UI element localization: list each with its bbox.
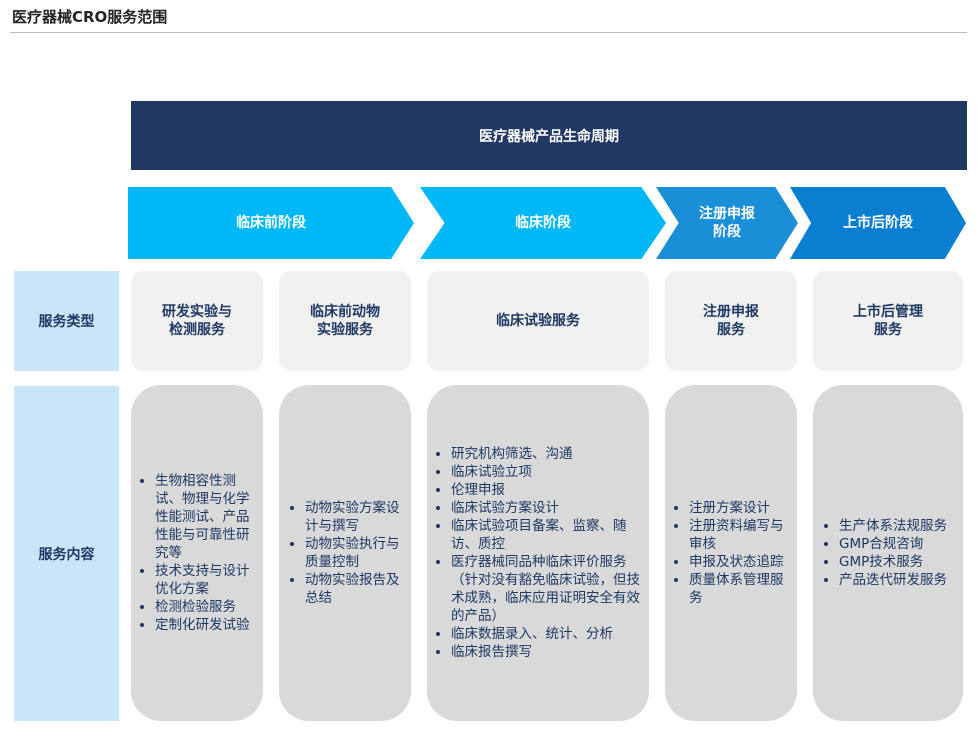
content-card: 动物实验方案设计与撰写动物实验执行与质量控制动物实验报告及总结 [279, 385, 411, 721]
service-item: 质量体系管理服务 [689, 571, 789, 607]
stage-preclinical: 临床前阶段 [128, 187, 414, 259]
service-item: GMP技术服务 [839, 553, 947, 571]
stage-label: 临床阶段 [515, 215, 571, 231]
service-item: 动物实验报告及总结 [305, 571, 403, 607]
service-item: 临床试验立项 [451, 463, 641, 481]
service-item: 技术支持与设计优化方案 [155, 562, 255, 598]
type-label: 研发实验与 检测服务 [162, 304, 232, 338]
type-card: 研发实验与 检测服务 [131, 271, 263, 371]
stage-label: 上市后阶段 [843, 215, 913, 231]
service-item: 研究机构筛选、沟通 [451, 445, 641, 463]
service-list: 研究机构筛选、沟通临床试验立项伦理申报临床试验方案设计临床试验项目备案、监察、随… [435, 445, 641, 661]
service-item: 检测检验服务 [155, 598, 255, 616]
page-title: 医疗器械CRO服务范围 [12, 8, 168, 26]
type-card: 临床前动物 实验服务 [279, 271, 411, 371]
type-card: 上市后管理 服务 [813, 271, 963, 371]
service-item: 临床数据录入、统计、分析 [451, 625, 641, 643]
service-item: 伦理申报 [451, 481, 641, 499]
type-label: 临床试验服务 [496, 313, 580, 329]
service-item: 申报及状态追踪 [689, 553, 789, 571]
stage-postmarket: 上市后阶段 [790, 187, 966, 259]
service-item: 定制化研发试验 [155, 616, 255, 634]
service-item: 生产体系法规服务 [839, 517, 947, 535]
lifecycle-banner: 医疗器械产品生命周期 [131, 101, 967, 170]
stage-registration: 注册申报 阶段 [656, 187, 798, 259]
type-card: 注册申报 服务 [665, 271, 797, 371]
service-item: 产品迭代研发服务 [839, 571, 947, 589]
type-card: 临床试验服务 [427, 271, 649, 371]
service-item: 动物实验方案设计与撰写 [305, 499, 403, 535]
stage-label: 临床前阶段 [236, 215, 306, 231]
service-list: 动物实验方案设计与撰写动物实验执行与质量控制动物实验报告及总结 [289, 499, 403, 607]
service-item: 医疗器械同品种临床评价服务（针对没有豁免临床试验，但技术成熟，临床应用证明安全有… [451, 553, 641, 625]
stage-label: 注册申报 阶段 [699, 206, 755, 240]
type-label: 上市后管理 服务 [853, 304, 923, 338]
row-label-service-type: 服务类型 [14, 271, 119, 371]
content-card: 注册方案设计注册资料编写与审核申报及状态追踪质量体系管理服务 [665, 385, 797, 721]
service-item: 动物实验执行与质量控制 [305, 535, 403, 571]
service-item: 注册方案设计 [689, 499, 789, 517]
type-label: 注册申报 服务 [703, 304, 759, 338]
service-item: 生物相容性测试、物理与化学性能测试、产品性能与可靠性研究等 [155, 472, 255, 562]
service-list: 生产体系法规服务GMP合规咨询GMP技术服务产品迭代研发服务 [823, 517, 947, 589]
service-item: 临床报告撰写 [451, 643, 641, 661]
content-card: 生物相容性测试、物理与化学性能测试、产品性能与可靠性研究等技术支持与设计优化方案… [131, 385, 263, 721]
service-list: 生物相容性测试、物理与化学性能测试、产品性能与可靠性研究等技术支持与设计优化方案… [139, 472, 255, 634]
title-divider [10, 32, 967, 33]
service-item: GMP合规咨询 [839, 535, 947, 553]
service-list: 注册方案设计注册资料编写与审核申报及状态追踪质量体系管理服务 [673, 499, 789, 607]
content-card: 研究机构筛选、沟通临床试验立项伦理申报临床试验方案设计临床试验项目备案、监察、随… [427, 385, 649, 721]
service-item: 临床试验项目备案、监察、随访、质控 [451, 517, 641, 553]
service-item: 注册资料编写与审核 [689, 517, 789, 553]
stage-clinical: 临床阶段 [420, 187, 666, 259]
row-label-service-content: 服务内容 [14, 386, 119, 721]
type-label: 临床前动物 实验服务 [310, 304, 380, 338]
content-card: 生产体系法规服务GMP合规咨询GMP技术服务产品迭代研发服务 [813, 385, 963, 721]
service-item: 临床试验方案设计 [451, 499, 641, 517]
